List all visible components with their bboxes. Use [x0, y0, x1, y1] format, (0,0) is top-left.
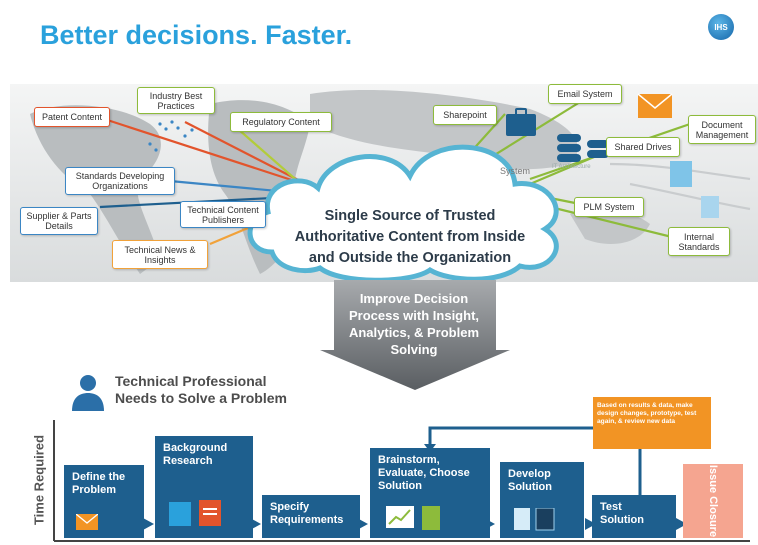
tag-standards-developing-organizations: Standards Developing Organizations	[65, 167, 175, 195]
tag-plm-system: PLM System	[574, 197, 644, 217]
partial-system-label: System	[500, 166, 531, 176]
step-issue-closure: Issue Closure	[683, 464, 743, 538]
y-axis-label-text: Time Required	[31, 434, 47, 526]
step-research-label: Background Research	[163, 442, 228, 467]
step-test-solution: Test Solution	[592, 495, 676, 538]
step-develop-solution: Develop Solution	[500, 462, 584, 538]
tag-email-system: Email System	[548, 84, 622, 104]
person-line-1: Technical Professional	[115, 373, 267, 389]
tag-document-management: Document Management	[688, 115, 756, 144]
database-icon	[557, 134, 609, 162]
tag-regulatory-content: Regulatory Content	[230, 112, 332, 132]
tag-industry-best-practices: Industry Best Practices	[137, 87, 215, 114]
person-label: Technical Professional Needs to Solve a …	[115, 373, 287, 407]
briefcase-icon	[506, 114, 536, 136]
tag-sharepoint: Sharepoint	[433, 105, 497, 125]
page-title: Better decisions. Faster.	[40, 20, 353, 50]
cloud-line-1: Single Source of Trusted	[324, 208, 496, 224]
arrow-label: Improve Decision Process with Insight, A…	[326, 290, 502, 358]
tag-technical-content-publishers: Technical Content Publishers	[180, 201, 266, 228]
documents-icon	[169, 500, 221, 526]
data-dots	[148, 120, 194, 152]
arrow-line-3: Analytics, & Problem	[348, 325, 480, 340]
person-line-2: Needs to Solve a Problem	[115, 390, 287, 406]
step-specify-requirements: Specify Requirements	[262, 495, 360, 538]
arrow-line-4: Solving	[390, 342, 438, 357]
tag-shared-drives: Shared Drives	[606, 137, 680, 157]
feedback-note: Based on results & data, make design cha…	[593, 397, 711, 449]
ihs-logo: IHS	[708, 14, 734, 40]
mail-icon	[76, 514, 98, 530]
person-icon	[72, 375, 104, 411]
tag-supplier-parts-details: Supplier & Parts Details	[20, 207, 98, 235]
step-brainstorm: Brainstorm, Evaluate, Choose Solution	[370, 448, 490, 538]
file-icon	[701, 196, 719, 218]
step-test-label: Test Solution	[600, 501, 644, 526]
decision-arrow	[320, 280, 510, 390]
it-architecture-label: IT Architecture	[552, 164, 591, 170]
step-define-problem: Define the Problem	[64, 465, 144, 538]
step-define-label: Define the Problem	[72, 471, 126, 496]
step-specify-label: Specify Requirements	[270, 501, 344, 526]
cloud-line-3: and Outside the Organization	[308, 250, 512, 266]
arrow-line-1: Improve Decision	[359, 291, 469, 306]
notebook-icon	[514, 508, 555, 531]
cloud-line-2: Authoritative Content from Inside	[294, 229, 526, 245]
step-brainstorm-label: Brainstorm, Evaluate, Choose Solution	[378, 454, 470, 492]
step-background-research: Background Research	[155, 436, 253, 538]
arrow-line-2: Process with Insight,	[348, 308, 480, 323]
y-axis-label: Time Required	[28, 420, 50, 540]
step-closure-label: Issue Closure	[707, 464, 719, 538]
document-icon	[670, 161, 692, 187]
cloud-label: Single Source of Trusted Authoritative C…	[282, 206, 538, 269]
tag-technical-news-insights: Technical News & Insights	[112, 240, 208, 269]
tag-patent-content: Patent Content	[34, 107, 110, 127]
chart-icon	[386, 506, 440, 530]
tag-internal-standards: Internal Standards	[668, 227, 730, 256]
world-map-asia	[310, 89, 578, 170]
content-cloud	[247, 144, 559, 282]
step-develop-label: Develop Solution	[508, 468, 552, 493]
